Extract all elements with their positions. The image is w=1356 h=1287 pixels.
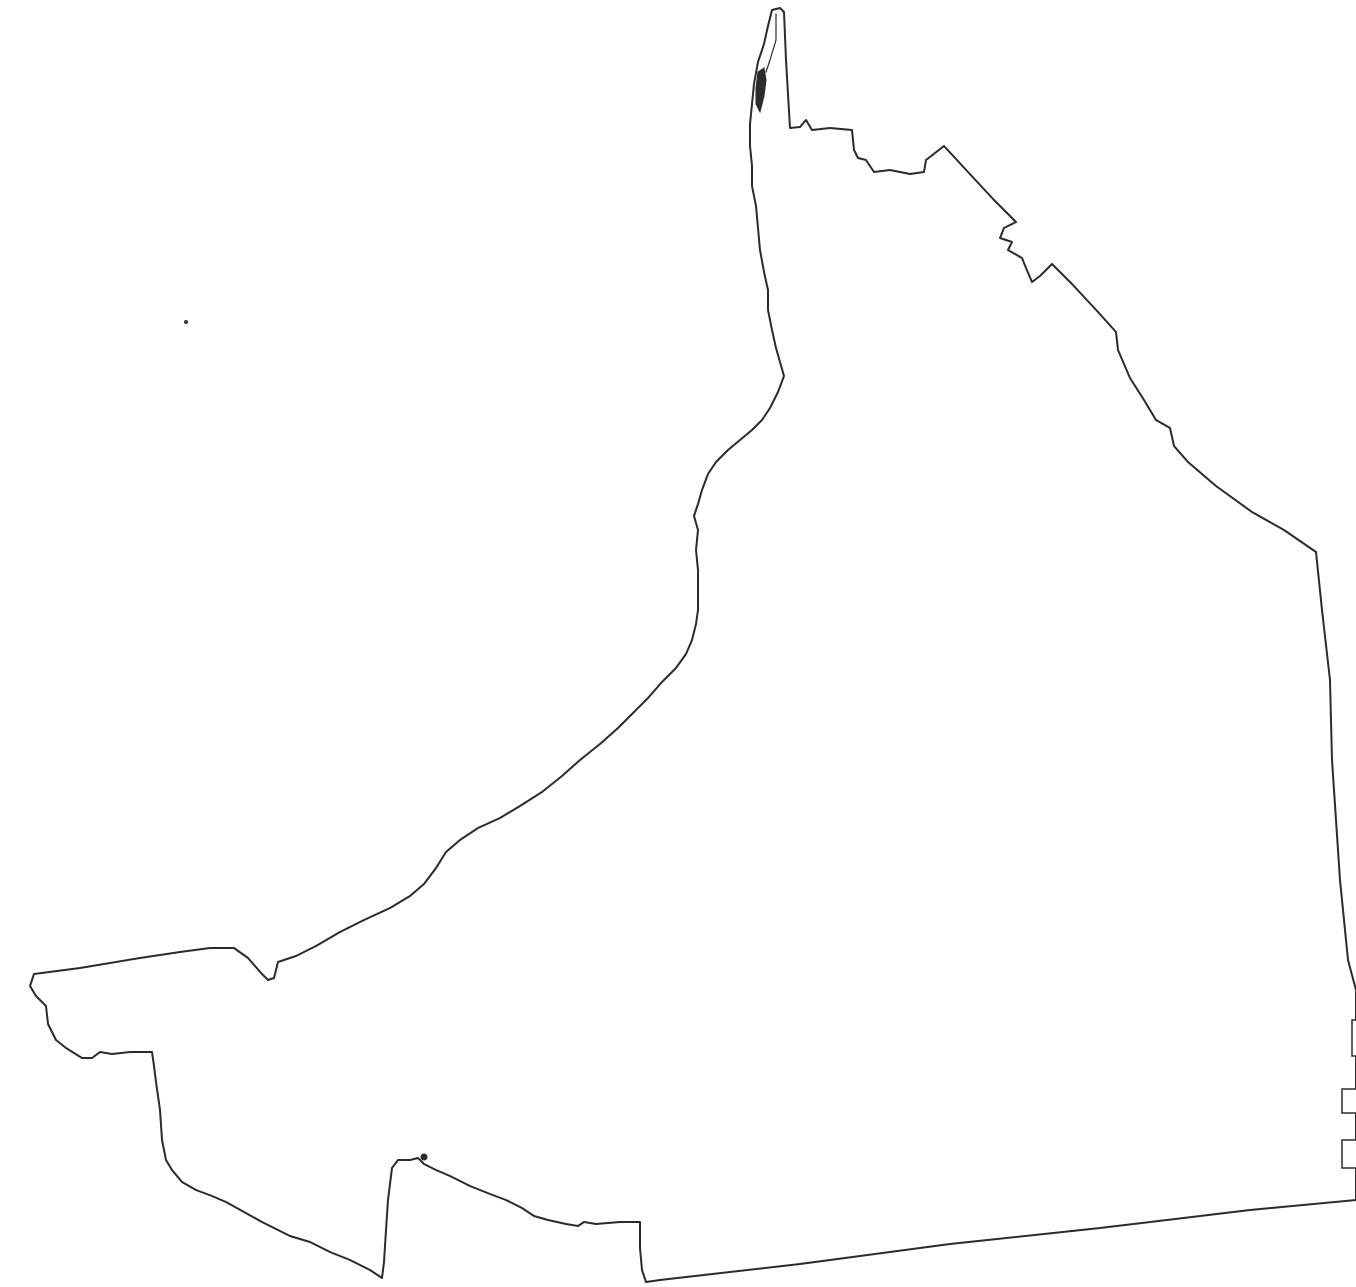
region-boundary bbox=[29, 7, 1356, 1283]
legend-swatch-1 bbox=[1341, 1088, 1356, 1114]
legend-swatch-2 bbox=[1341, 1139, 1356, 1169]
lake-shape bbox=[755, 67, 767, 114]
point-marker bbox=[420, 1153, 428, 1161]
legend-frame-edge bbox=[1351, 1019, 1356, 1057]
map-speck bbox=[184, 320, 188, 324]
river-line bbox=[765, 13, 777, 73]
